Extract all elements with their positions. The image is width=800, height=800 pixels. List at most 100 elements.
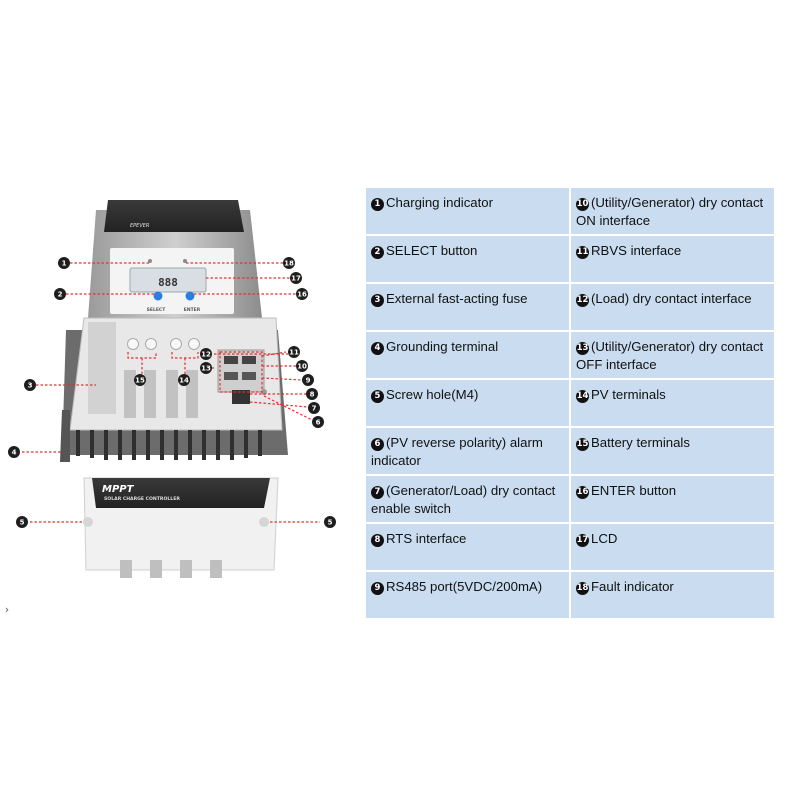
legend-cell: 6(PV reverse polarity) alarm indicator <box>366 428 569 474</box>
legend-text: (Load) dry contact interface <box>591 291 752 306</box>
legend-number: 2 <box>371 246 384 259</box>
callout-10: 10 <box>296 360 308 372</box>
legend-number: 5 <box>371 390 384 403</box>
callout-14: 14 <box>178 374 190 386</box>
grounding-terminal <box>60 410 70 462</box>
legend-number: 12 <box>576 294 589 307</box>
svg-text:2: 2 <box>58 291 63 299</box>
terminal-cover: MPPT SOLAR CHARGE CONTROLLER <box>83 477 279 578</box>
svg-text:7: 7 <box>312 405 317 413</box>
select-label: SELECT <box>147 307 167 313</box>
callout-9: 9 <box>302 374 314 386</box>
legend-number: 17 <box>576 534 589 547</box>
callout-16: 16 <box>296 288 308 300</box>
legend-number: 6 <box>371 438 384 451</box>
expand-chevron-icon[interactable]: › <box>4 603 10 616</box>
pv-terminal-2 <box>188 338 200 350</box>
svg-text:1: 1 <box>62 260 67 268</box>
legend-cell: 12(Load) dry contact interface <box>571 284 774 330</box>
legend-text: RBVS interface <box>591 243 682 258</box>
callout-15: 15 <box>134 374 146 386</box>
legend-number: 16 <box>576 486 589 499</box>
legend-text: (PV reverse polarity) alarm indicator <box>371 435 543 468</box>
svg-text:16: 16 <box>297 291 307 299</box>
legend-cell: 10(Utility/Generator) dry contact ON int… <box>571 188 774 234</box>
battery-terminal-1 <box>127 338 139 350</box>
legend-text: (Generator/Load) dry contact enable swit… <box>371 483 556 516</box>
legend-text: ENTER button <box>591 483 677 498</box>
callout-18: 18 <box>283 257 295 269</box>
legend-cell: 13(Utility/Generator) dry contact OFF in… <box>571 332 774 378</box>
legend-number: 13 <box>576 342 589 355</box>
fault-indicator <box>183 259 187 263</box>
callout-4: 4 <box>8 446 20 458</box>
callout-13: 13 <box>200 362 212 374</box>
legend-text: Charging indicator <box>386 195 494 210</box>
enter-button[interactable] <box>185 291 195 301</box>
legend-text: Screw hole(M4) <box>386 387 479 402</box>
svg-text:8: 8 <box>310 391 315 399</box>
legend-number: 14 <box>576 390 589 403</box>
svg-text:5: 5 <box>20 519 25 527</box>
controller-body: EPEVER 888 SELECT ENTER <box>60 200 288 462</box>
select-button[interactable] <box>153 291 163 301</box>
callout-8: 8 <box>306 388 318 400</box>
svg-text:13: 13 <box>201 365 211 373</box>
legend-text: Battery terminals <box>591 435 690 450</box>
lcd-readout: 888 <box>158 276 178 289</box>
legend-text: Grounding terminal <box>386 339 499 354</box>
battery-terminal-2 <box>145 338 157 350</box>
screw-hole-left <box>83 517 93 527</box>
cover-subtitle: SOLAR CHARGE CONTROLLER <box>104 496 180 502</box>
callout-12: 12 <box>200 348 212 360</box>
charging-indicator <box>148 259 152 263</box>
legend-cell: 7(Generator/Load) dry contact enable swi… <box>366 476 569 522</box>
enter-label: ENTER <box>184 307 201 313</box>
legend-row: 6(PV reverse polarity) alarm indicator 1… <box>366 428 774 474</box>
screw-hole-right <box>259 517 269 527</box>
callout-3: 3 <box>24 379 36 391</box>
legend-text: SELECT button <box>386 243 478 258</box>
callout-17: 17 <box>290 272 302 284</box>
legend-number: 18 <box>576 582 589 595</box>
legend-text: Fault indicator <box>591 579 674 594</box>
svg-text:15: 15 <box>135 377 145 385</box>
callout-11: 11 <box>288 346 300 358</box>
callout-6: 6 <box>312 416 324 428</box>
legend-text: RS485 port(5VDC/200mA) <box>386 579 543 594</box>
legend-number: 8 <box>371 534 384 547</box>
legend-number: 15 <box>576 438 589 451</box>
legend-number: 11 <box>576 246 589 259</box>
svg-text:10: 10 <box>297 363 307 371</box>
lcd-screen <box>129 267 207 293</box>
legend-text: RTS interface <box>386 531 467 546</box>
cover-title: MPPT <box>102 484 135 495</box>
comm-highlight-box <box>219 351 263 393</box>
legend-text: External fast-acting fuse <box>386 291 528 306</box>
svg-text:9: 9 <box>306 377 311 385</box>
pv-terminals-bracket <box>171 352 199 374</box>
legend-text: LCD <box>591 531 618 546</box>
controller-diagram: EPEVER 888 SELECT ENTER <box>8 200 336 578</box>
svg-text:4: 4 <box>12 449 17 457</box>
legend-number: 3 <box>371 294 384 307</box>
brand-logo: EPEVER <box>130 223 149 229</box>
svg-text:17: 17 <box>291 275 301 283</box>
callout-5-left: 5 <box>16 516 28 528</box>
callout-7: 7 <box>308 402 320 414</box>
svg-text:6: 6 <box>316 419 321 427</box>
legend-number: 1 <box>371 198 384 211</box>
